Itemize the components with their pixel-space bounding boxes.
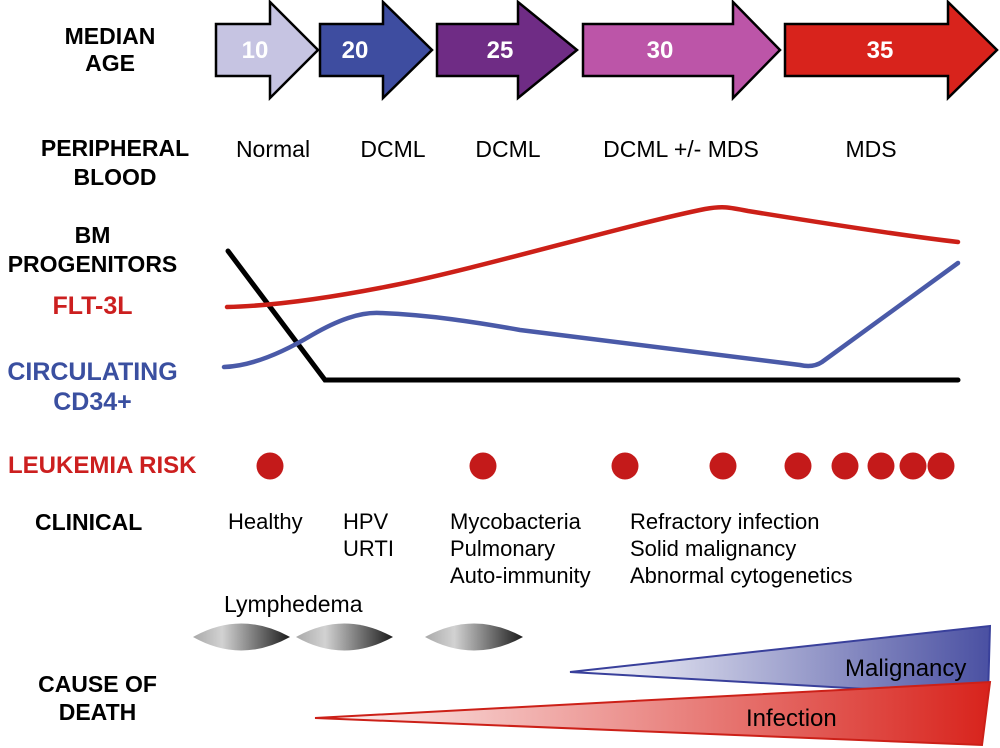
median-age-label: MEDIAN AGE [30,23,190,77]
clinical-col-mycobacteria: Mycobacteria Pulmonary Auto-immunity [450,508,591,589]
cause-of-death-wedges [314,624,992,747]
lymphedema-lens [193,623,290,651]
leukemia-risk-label: LEUKEMIA RISK [8,452,197,479]
clinical-line: Solid malignancy [630,536,797,561]
malignancy-label: Malignancy [845,655,967,682]
age-arrows [214,0,999,102]
age-arrow-30 [581,0,782,102]
age-arrow-20 [318,0,434,101]
leukemia-dot [709,452,737,480]
circulating-cd34-label: CIRCULATING CD34+ [0,357,185,417]
cause-of-death-label: CAUSE OF DEATH [20,670,175,726]
clinical-line: Pulmonary [450,536,556,561]
stage-dcml-mds: DCML +/- MDS [603,136,759,162]
peripheral-blood-label: PERIPHERAL BLOOD [25,134,205,192]
age-arrow-10 [214,0,320,102]
clinical-line: URTI [343,536,394,561]
leukemia-dot [899,452,927,480]
age-arrow-value-10: 10 [241,37,269,64]
lymphedema-lenses [193,623,523,651]
peripheral-blood-label-line2: BLOOD [73,164,157,190]
age-arrow-value-35: 35 [866,37,894,64]
cause-of-death-label-line2: DEATH [58,699,137,725]
clinical-col-refractory: Refractory infection Solid malignancy Ab… [630,508,853,589]
leukemia-dot [611,452,639,480]
leukemia-dot [784,452,812,480]
circulating-cd34-curve [221,260,961,370]
bm-progenitors-label: BM PROGENITORS [0,221,185,279]
leukemia-dot [831,452,859,480]
circulating-cd34-label-line1: CIRCULATING [7,358,178,386]
clinical-line: Healthy [228,509,303,534]
lymphedema-lens [296,623,393,651]
age-arrow-value-20: 20 [341,37,369,64]
median-age-label-line2: AGE [85,50,135,76]
leukemia-dot [469,452,497,480]
age-arrow-25 [435,0,579,101]
trend-curves [221,205,961,383]
stage-mds: MDS [845,136,897,162]
median-age-label-line1: MEDIAN [64,23,156,49]
lymphedema-lens [425,623,523,651]
clinical-label: CLINICAL [35,509,143,535]
malignancy-wedge [569,624,992,698]
leukemia-risk-dots [256,452,955,480]
stage-normal: Normal [235,136,311,162]
bm-progenitors-label-line2: PROGENITORS [7,251,178,277]
stage-dcml-2: DCML [475,136,541,162]
clinical-col-healthy: Healthy [228,508,303,535]
clinical-line: Refractory infection [630,509,820,534]
age-arrow-35 [783,0,999,101]
lymphedema-label: Lymphedema [224,591,363,617]
age-arrow-value-30: 30 [646,37,674,64]
infection-label: Infection [746,705,837,732]
peripheral-blood-label-line1: PERIPHERAL [40,135,190,161]
age-arrow-value-25: 25 [486,37,514,64]
clinical-line: Mycobacteria [450,509,581,534]
bm-progenitors-curve [225,248,961,383]
flt3l-label: FLT-3L [52,292,133,320]
leukemia-dot [256,452,284,480]
circulating-cd34-label-line2: CD34+ [53,388,132,416]
flt3l-curve [224,205,961,310]
bm-progenitors-label-line1: BM [74,222,111,248]
leukemia-dot [867,452,895,480]
cause-of-death-label-line1: CAUSE OF [38,671,157,697]
clinical-line: Auto-immunity [450,563,591,588]
leukemia-dot [927,452,955,480]
clinical-col-hpv-urti: HPV URTI [343,508,394,562]
clinical-line: HPV [343,509,389,534]
stage-dcml-1: DCML [360,136,426,162]
infection-wedge [314,680,992,747]
clinical-line: Abnormal cytogenetics [630,563,853,588]
